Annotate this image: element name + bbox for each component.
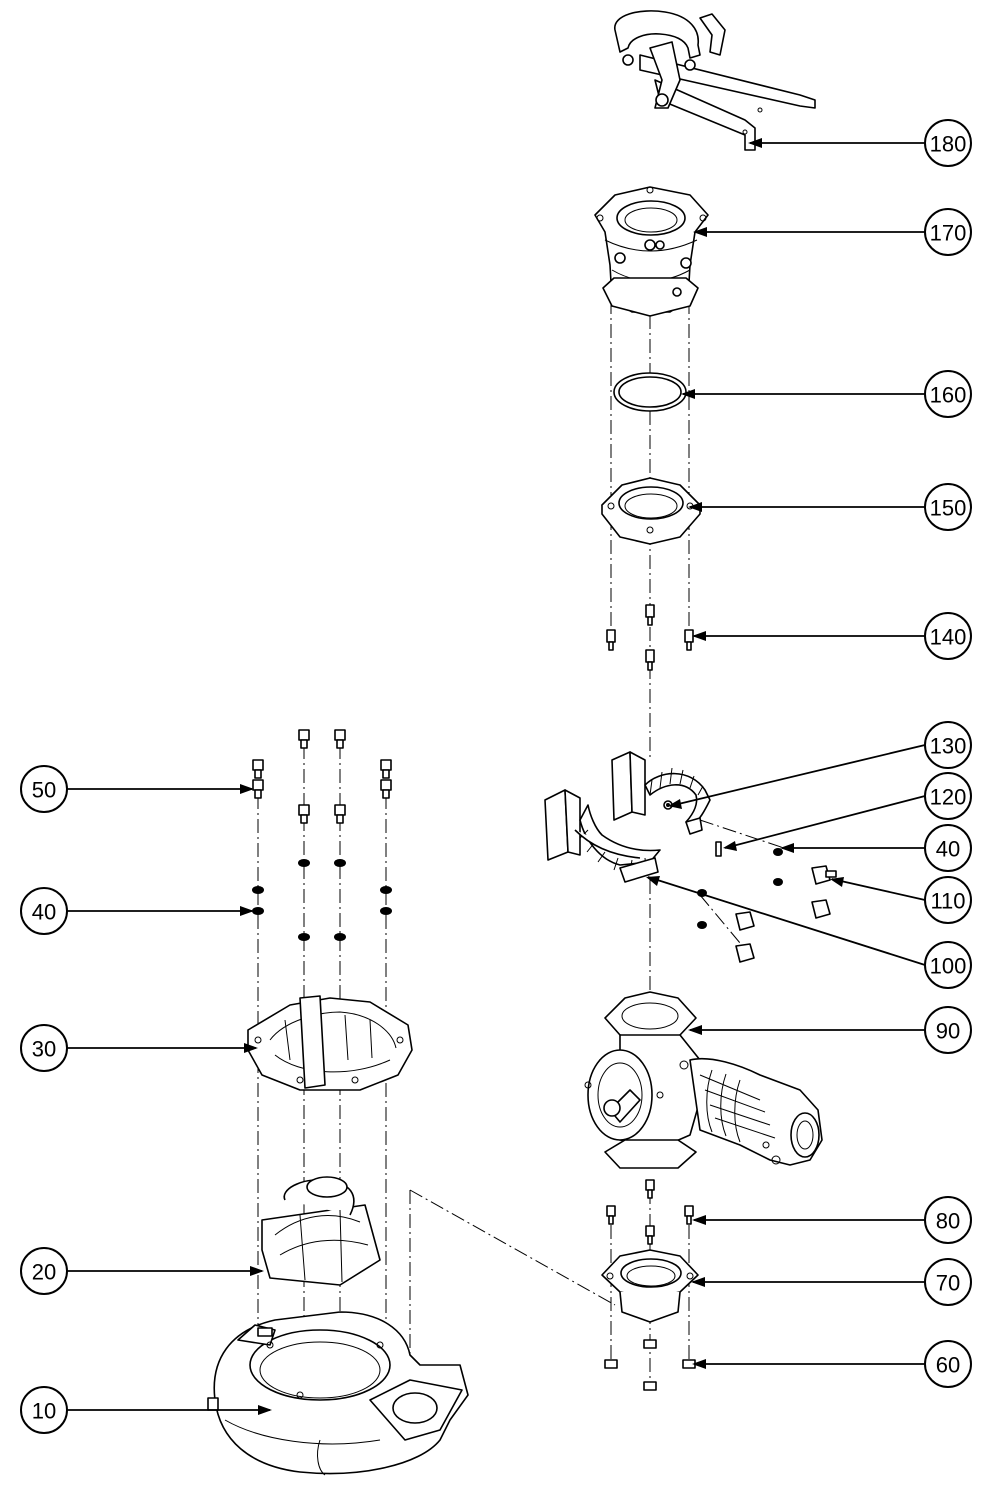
bolt (298, 729, 310, 824)
callout-150: 150 (924, 483, 972, 531)
callout-70: 70 (924, 1258, 972, 1306)
part-40-washers-left (252, 859, 392, 941)
callout-50: 50 (20, 765, 68, 813)
bolt (645, 1225, 655, 1245)
bolt (684, 629, 694, 651)
callout-label: 70 (936, 1271, 960, 1296)
callout-90: 90 (924, 1006, 972, 1054)
callout-160: 160 (924, 370, 972, 418)
part-90-gearbox-body (584, 991, 823, 1169)
part-60-nuts (604, 1339, 696, 1391)
part-10-pump-casing (207, 1311, 469, 1476)
bolt (252, 759, 264, 799)
callout-10: 10 (20, 1386, 68, 1434)
callout-40-right: 40 (924, 824, 972, 872)
part-170-flange-housing (594, 186, 709, 317)
part-100-heater-band-lower (544, 789, 661, 883)
callout-label: 20 (32, 1260, 56, 1285)
bolt (380, 759, 392, 799)
bolt (645, 649, 655, 671)
bolt (645, 604, 655, 626)
callout-label: 90 (936, 1019, 960, 1044)
callout-120: 120 (924, 772, 972, 820)
callout-20: 20 (20, 1247, 68, 1295)
callout-label: 160 (930, 383, 967, 408)
leader-lines (67, 138, 926, 1415)
callout-label: 180 (930, 132, 967, 157)
part-180-clamp-bracket (614, 10, 816, 151)
part-120-pin (715, 841, 722, 857)
part-80-bolts (606, 1179, 694, 1245)
callout-label: 110 (930, 889, 965, 914)
part-20-impeller (261, 1176, 381, 1286)
callout-label: 170 (930, 221, 967, 246)
part-160-o-ring (613, 372, 687, 412)
callout-60: 60 (924, 1340, 972, 1388)
part-40-washers-right (697, 848, 783, 929)
callout-label: 40 (32, 900, 56, 925)
callout-40-left: 40 (20, 887, 68, 935)
callout-80: 80 (924, 1196, 972, 1244)
callout-label: 140 (930, 625, 967, 650)
callout-label: 30 (32, 1037, 56, 1062)
callout-170: 170 (924, 208, 972, 256)
callout-label: 50 (32, 778, 56, 803)
callout-130: 130 (924, 721, 972, 769)
callout-label: 10 (32, 1399, 56, 1424)
part-50-bolts (252, 729, 392, 824)
bolt (606, 1205, 616, 1225)
callout-180: 180 (924, 119, 972, 167)
callout-100: 100 (924, 941, 972, 989)
callout-label: 60 (936, 1353, 960, 1378)
part-70-outlet-flange (601, 1249, 699, 1323)
callout-label: 40 (936, 837, 960, 862)
callout-label: 120 (930, 785, 967, 810)
bolt (334, 729, 346, 824)
bolt (645, 1179, 655, 1199)
part-130-heater-band-upper (611, 751, 711, 835)
part-30-wear-ring-cover (247, 995, 413, 1091)
part-140-bolts (606, 604, 694, 671)
part-110-screws (735, 865, 837, 963)
callout-30: 30 (20, 1024, 68, 1072)
part-150-flange-plate (601, 477, 701, 545)
callout-label: 100 (930, 954, 967, 979)
callout-110: 110 (924, 876, 972, 924)
bolt (684, 1205, 694, 1225)
callout-label: 80 (936, 1209, 960, 1234)
callout-label: 150 (930, 496, 967, 521)
callout-label: 130 (930, 734, 967, 759)
callout-140: 140 (924, 612, 972, 660)
bolt (606, 629, 616, 651)
